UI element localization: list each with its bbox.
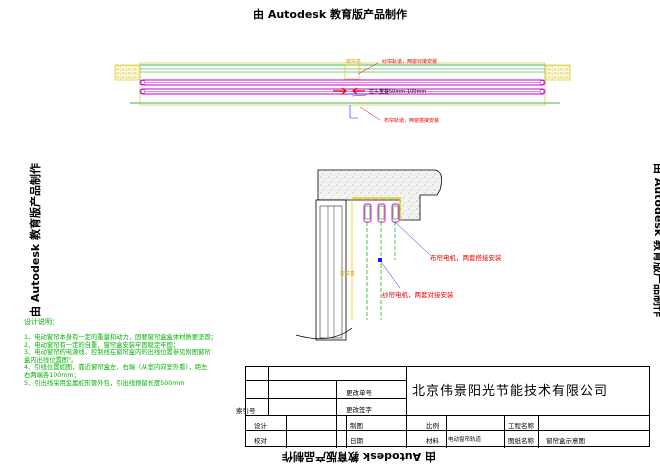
note-item: 盒内出线位置图"。 <box>24 356 78 364</box>
tb-index-no: 索引号 <box>236 407 256 415</box>
section-label-cloth-motor: 布帘电机，两套搭接安装 <box>430 254 502 262</box>
tb-drawing-name-value: 窗帘盒示意图 <box>546 437 585 445</box>
tb-material-value: 电动窗帘轨道 <box>448 437 482 443</box>
tb-drawing-name: 图纸名称 <box>508 437 534 445</box>
notes-title: 设计说明： <box>24 318 59 326</box>
section-label-gauze-motor: 纱帘电机，两套对接安装 <box>382 291 454 299</box>
plan-label-cloth-track: 布帘轨道，两窗搭接安装 <box>384 118 440 124</box>
plan-label-overlap: 拉头重叠50mm-100mm <box>369 89 427 95</box>
plan-label-box: 窗帘盒 <box>346 59 362 65</box>
title-block: 更改单号 更改签字 索引号 设计 制图 比例 工程名称 校对 日期 材料 电动窗… <box>236 366 650 448</box>
note-item: 右两端各100mm； <box>24 371 80 379</box>
company-name: 北京伟景阳光节能技术有限公司 <box>412 384 609 399</box>
note-item: 1、电动窗帘本身有一定的重量和动力，固要窗帘盒盒体材质要坚固； <box>24 334 217 341</box>
plan-wall-left <box>114 64 141 81</box>
tb-change-sign: 更改签字 <box>346 406 372 414</box>
note-item: 2、电动窗帘有一定的自重，窗帘盒安装牢固稳定牢固； <box>24 341 180 349</box>
plan-wall-right <box>544 64 571 81</box>
tb-material: 材料 <box>426 437 439 445</box>
plan-view <box>114 62 571 121</box>
note-item: 5、引出线采用金属蛇形管外包，引出线预留长度500mm <box>24 379 185 387</box>
tb-design: 设计 <box>254 422 267 430</box>
section-label-box: 窗帘盒 <box>340 271 356 277</box>
section-view <box>295 169 443 341</box>
tb-drawing: 制图 <box>350 422 363 430</box>
note-item: 3、电动窗帘的电源线、控制线在窗帘盒内的出线位置参见附图窗帘 <box>24 349 211 357</box>
tb-project-name: 工程名称 <box>508 422 534 430</box>
tb-date: 日期 <box>350 437 363 445</box>
watermark-top: 由 Autodesk 教育版产品制作 <box>252 8 407 21</box>
tb-check: 校对 <box>254 437 267 445</box>
curtain-box <box>352 197 401 220</box>
wall <box>315 199 347 341</box>
tb-ratio: 比例 <box>426 422 439 430</box>
tb-change-no: 更改单号 <box>346 389 372 397</box>
notes-list: 1、电动窗帘本身有一定的重量和动力，固要窗帘盒盒体材质要坚固； 2、电动窗帘有一… <box>24 334 217 387</box>
plan-label-gauze-track: 纱帘轨道，两窗对接安装 <box>382 59 438 65</box>
note-item: 4、引线位置如图，靠近窗帘盒左、右端（从室内向室外看），距左 <box>24 364 208 372</box>
